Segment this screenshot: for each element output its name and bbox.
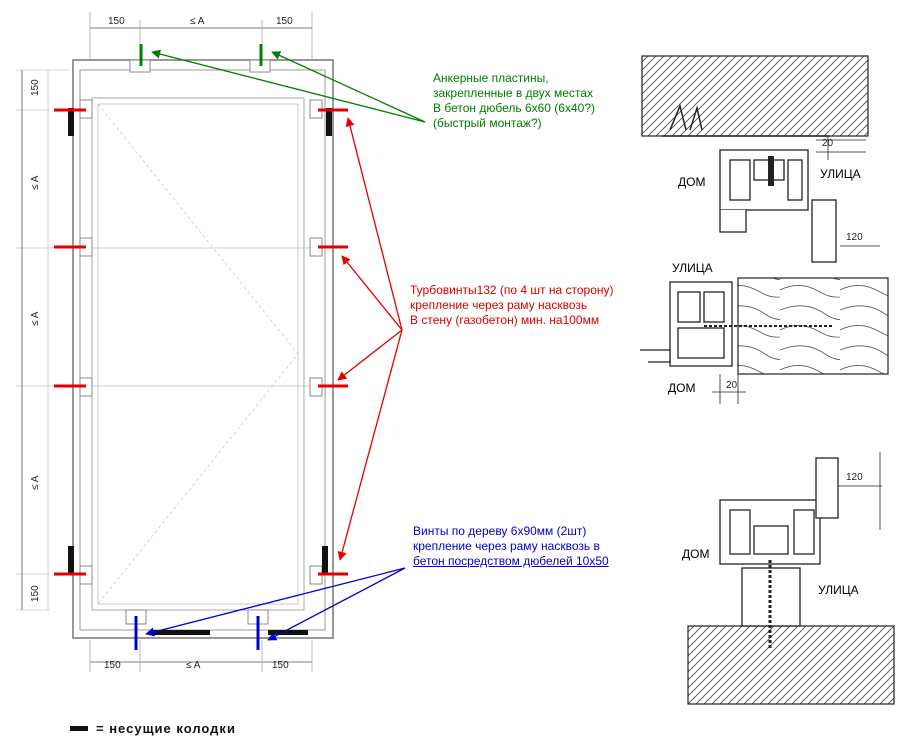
turbo-note-line-3: В стену (газобетон) мин. на100мм: [410, 313, 600, 327]
turbo-leaders: [337, 117, 403, 561]
turbo-note-line-2: крепление через раму насквозь: [410, 298, 588, 312]
bearing-block-swatch-icon: [70, 726, 88, 731]
wood-screws: [134, 616, 260, 650]
top-section-dim-a: 20: [822, 138, 834, 149]
dim-bottom-center: ≤ A: [186, 660, 201, 671]
dim-left-1: 150: [30, 79, 41, 96]
dim-left-3: ≤ A: [30, 311, 41, 326]
dim-left-2: ≤ A: [30, 175, 41, 190]
bottom-section-inside: ДОМ: [682, 547, 709, 561]
top-section-inside: ДОМ: [678, 175, 705, 189]
wood-leaders: [145, 567, 406, 641]
turbo-screws: [54, 108, 348, 576]
wood-note-line-3: бетон посредством дюбелей 10х50: [413, 554, 609, 568]
top-section-dim-b: 120: [846, 232, 863, 243]
bottom-section-outside: УЛИЦА: [818, 583, 859, 597]
section-middle: 20 УЛИЦА ДОМ: [640, 261, 889, 404]
dim-left-4: ≤ A: [30, 475, 41, 490]
dim-top-right: 150: [276, 16, 293, 27]
anchor-note-line-3: В бетон дюбель 6х60 (6х40?): [433, 101, 595, 115]
dim-top-left: 150: [108, 16, 125, 27]
dim-bottom-left: 150: [104, 660, 121, 671]
section-bottom: 120 ДОМ УЛИЦА: [682, 452, 895, 705]
middle-section-dim-a: 20: [726, 380, 738, 391]
wood-note-line-1: Винты по дереву 6х90мм (2шт): [413, 524, 587, 538]
anchor-plates-note: Анкерные пластины, закрепленные в двух м…: [433, 71, 595, 131]
middle-section-outside: УЛИЦА: [672, 261, 713, 275]
anchor-leaders: [151, 49, 426, 123]
wood-note-line-2: крепление через раму насквозь в: [413, 539, 600, 553]
anchor-note-line-2: закрепленные в двух местах: [433, 86, 593, 100]
legend-label: = несущие колодки: [96, 721, 236, 736]
dim-left-5: 150: [30, 585, 41, 602]
anchor-note-line-1: Анкерные пластины,: [433, 71, 549, 85]
dim-top-center: ≤ A: [190, 16, 205, 27]
section-top: 20 120 ДОМ УЛИЦА: [641, 55, 880, 263]
bearing-blocks: [68, 108, 332, 635]
anchor-note-line-4: (быстрый монтаж?): [433, 116, 542, 130]
dim-bottom-right: 150: [272, 660, 289, 671]
turbo-screws-note: Турбовинты132 (по 4 шт на сторону) крепл…: [410, 283, 614, 328]
middle-section-inside: ДОМ: [668, 381, 695, 395]
bottom-section-dim-b: 120: [846, 472, 863, 483]
window-elevation: 150 ≤ A 150 150 ≤ A 150 150 ≤ A ≤ A ≤ A …: [16, 12, 348, 672]
top-section-outside: УЛИЦА: [820, 167, 861, 181]
anchor-plates: [139, 44, 263, 66]
wood-screws-note: Винты по дереву 6х90мм (2шт) крепление ч…: [413, 524, 609, 569]
legend: = несущие колодки: [70, 721, 236, 736]
turbo-note-line-1: Турбовинты132 (по 4 шт на сторону): [410, 283, 614, 297]
